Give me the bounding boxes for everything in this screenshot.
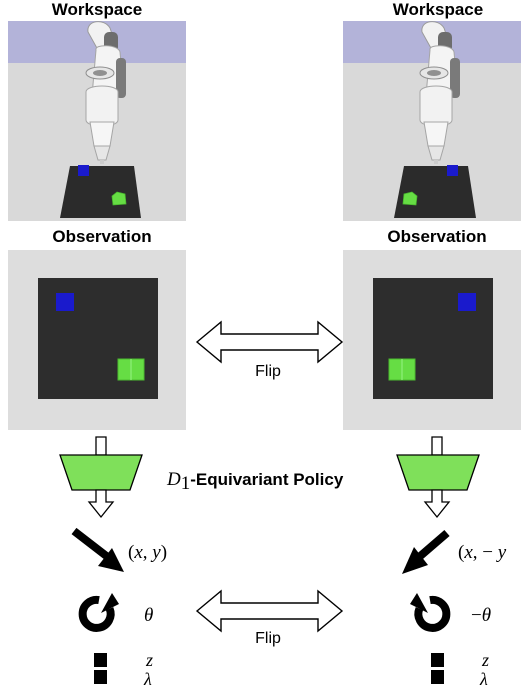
left-pos-y: y (150, 542, 161, 563)
policy-title: D1-Equivariant Policy (166, 469, 344, 494)
policy-label: -Equivariant Policy (190, 470, 344, 489)
left-lambda-label: λ (143, 669, 152, 689)
left-rotation-cw-icon (83, 593, 119, 628)
left-position-label: (x, y) (128, 542, 167, 563)
right-pos-x: x (463, 542, 473, 563)
policy-symbol: D (166, 469, 181, 490)
left-position-arrow (71, 527, 124, 572)
right-rotation-ccw-icon (410, 593, 446, 628)
right-observation-title: Observation (387, 227, 486, 246)
left-observation-image (8, 250, 186, 430)
left-z-lambda-icon (94, 653, 107, 684)
right-observation-image (343, 250, 521, 430)
left-workspace-render (8, 21, 186, 221)
right-position-label: (x, − y (458, 542, 507, 563)
right-rotation-minus: − (471, 605, 482, 626)
right-rotation-label: −θ (471, 605, 491, 626)
left-workspace-title: Workspace (52, 0, 142, 19)
right-policy-network (396, 436, 480, 519)
flip-bottom-label: Flip (255, 630, 281, 647)
right-z-lambda-icon (431, 653, 444, 684)
right-pos-y: y (496, 542, 507, 563)
right-position-arrow (402, 529, 450, 574)
right-pos-neg: − (482, 542, 493, 563)
left-z-label: z (145, 650, 153, 670)
left-observation-title: Observation (52, 227, 151, 246)
right-workspace-title: Workspace (393, 0, 483, 19)
left-policy-network (59, 436, 143, 519)
flip-top-label: Flip (255, 363, 281, 380)
right-z-label: z (481, 650, 489, 670)
policy-subscript: 1 (181, 473, 191, 494)
right-rotation-symbol: θ (482, 605, 491, 626)
left-pos-x: x (133, 542, 143, 563)
flip-top-double-arrow (195, 320, 344, 364)
right-workspace-render (343, 21, 521, 221)
flip-bottom-double-arrow (195, 589, 344, 633)
left-rotation-label: θ (144, 605, 153, 626)
right-lambda-label: λ (479, 669, 488, 689)
